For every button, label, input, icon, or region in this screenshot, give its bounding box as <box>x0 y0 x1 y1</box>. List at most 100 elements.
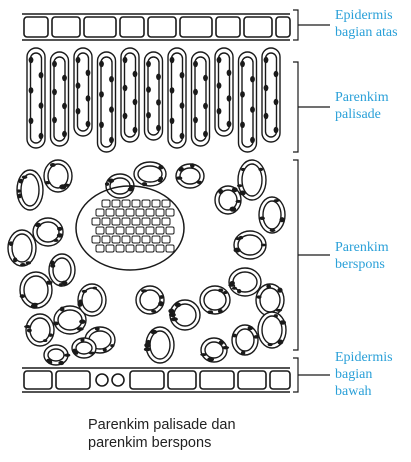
vascular-bundle <box>75 185 185 271</box>
chloroplast <box>196 180 202 185</box>
chloroplast <box>216 108 222 115</box>
bundle-cell <box>145 244 155 253</box>
chloroplast <box>43 339 48 342</box>
bundle-cell <box>111 199 121 208</box>
label-spongy-line2: berspons <box>335 257 385 272</box>
chloroplast <box>53 238 59 242</box>
bundle-cell <box>121 235 131 244</box>
chloroplast <box>109 106 114 113</box>
chloroplast <box>273 314 278 318</box>
lower-epidermis-cell <box>167 370 197 390</box>
bundle-cell <box>165 244 175 253</box>
chloroplast <box>151 309 157 313</box>
bundle-cell <box>131 199 141 208</box>
chloroplast <box>77 301 83 307</box>
chloroplast <box>58 283 63 287</box>
upper-epidermis-cell <box>119 16 145 38</box>
chloroplast <box>88 351 96 355</box>
label-palisade-line2: palisade <box>335 107 381 122</box>
palisade-cell <box>49 51 70 147</box>
label-lower-epidermis-line2: bagian <box>335 367 373 382</box>
chloroplast <box>56 233 64 238</box>
chloroplast <box>273 199 280 203</box>
chloroplast <box>256 295 262 299</box>
chloroplast <box>273 70 279 78</box>
upper-epidermis-cell <box>275 16 291 38</box>
chloroplast <box>52 116 57 124</box>
spongy-cell-inner <box>81 287 103 313</box>
chloroplast <box>50 260 55 266</box>
chloroplast <box>273 98 279 106</box>
chloroplast <box>94 327 100 331</box>
palisade-cell-inner <box>241 56 254 148</box>
chloroplast <box>258 167 264 172</box>
chloroplast <box>250 136 255 144</box>
upper-epidermis-outline <box>22 13 290 41</box>
chloroplast <box>92 286 98 290</box>
lower-epidermis-cells <box>22 367 291 393</box>
bundle-cell <box>95 244 105 253</box>
upper-epidermis-cells <box>22 13 291 41</box>
bundle-cell <box>141 235 151 244</box>
chloroplast <box>80 337 85 342</box>
chloroplast <box>156 99 161 106</box>
chloroplast <box>146 112 151 119</box>
chloroplast <box>25 261 32 265</box>
chloroplast <box>237 184 243 188</box>
chloroplast <box>175 176 183 180</box>
chloroplast <box>259 216 265 221</box>
bundle-cell <box>95 208 105 217</box>
palisade-cells <box>26 47 281 153</box>
chloroplast <box>277 287 283 293</box>
spongy-cell-inner <box>218 189 238 211</box>
chloroplast <box>144 342 151 348</box>
chloroplast <box>110 344 115 348</box>
chloroplast <box>156 124 161 132</box>
chloroplast <box>75 56 81 64</box>
chloroplast <box>193 60 198 68</box>
chloroplast <box>85 95 91 102</box>
chloroplast <box>193 88 198 96</box>
label-spongy: Parenkim berspons <box>335 239 389 273</box>
chloroplast <box>132 126 138 134</box>
chloroplast <box>48 333 53 337</box>
chloroplast <box>237 288 242 294</box>
bundle-cell <box>161 217 171 226</box>
bundle-cell <box>131 235 141 244</box>
palisade-cell <box>167 47 187 149</box>
palisade-cell <box>237 51 258 153</box>
chloroplast <box>169 312 176 318</box>
spongy-cell-inner <box>179 167 201 185</box>
chloroplast <box>30 303 38 309</box>
chloroplast <box>207 357 215 362</box>
chloroplast <box>240 167 246 172</box>
chloroplast <box>203 130 208 138</box>
chloroplast <box>24 325 31 329</box>
palisade-cell <box>96 51 117 153</box>
bundle-cell <box>135 226 145 235</box>
bundle-cell <box>141 199 151 208</box>
chloroplast <box>263 112 269 120</box>
chloroplast <box>216 56 222 64</box>
lower-epidermis-cell <box>23 370 53 390</box>
chloroplast <box>28 87 34 94</box>
chloroplast <box>34 222 42 228</box>
upper-epidermis-cell <box>179 16 213 38</box>
chloroplast <box>170 317 178 322</box>
bundle-cell <box>115 244 125 253</box>
palisade-cell-inner <box>147 56 160 136</box>
chloroplast <box>158 301 164 307</box>
chloroplast <box>85 69 91 77</box>
spongy-cell-inner <box>139 289 161 311</box>
chloroplast <box>28 117 34 125</box>
bundle-cell <box>105 226 115 235</box>
bundle-cell <box>155 244 165 253</box>
bundle-cell <box>91 217 101 226</box>
bundle-cell <box>95 226 105 235</box>
bundle-cell <box>151 217 161 226</box>
label-spongy-line1: Parenkim <box>335 240 389 255</box>
palisade-cell-inner <box>53 56 66 142</box>
chloroplast <box>75 82 81 89</box>
